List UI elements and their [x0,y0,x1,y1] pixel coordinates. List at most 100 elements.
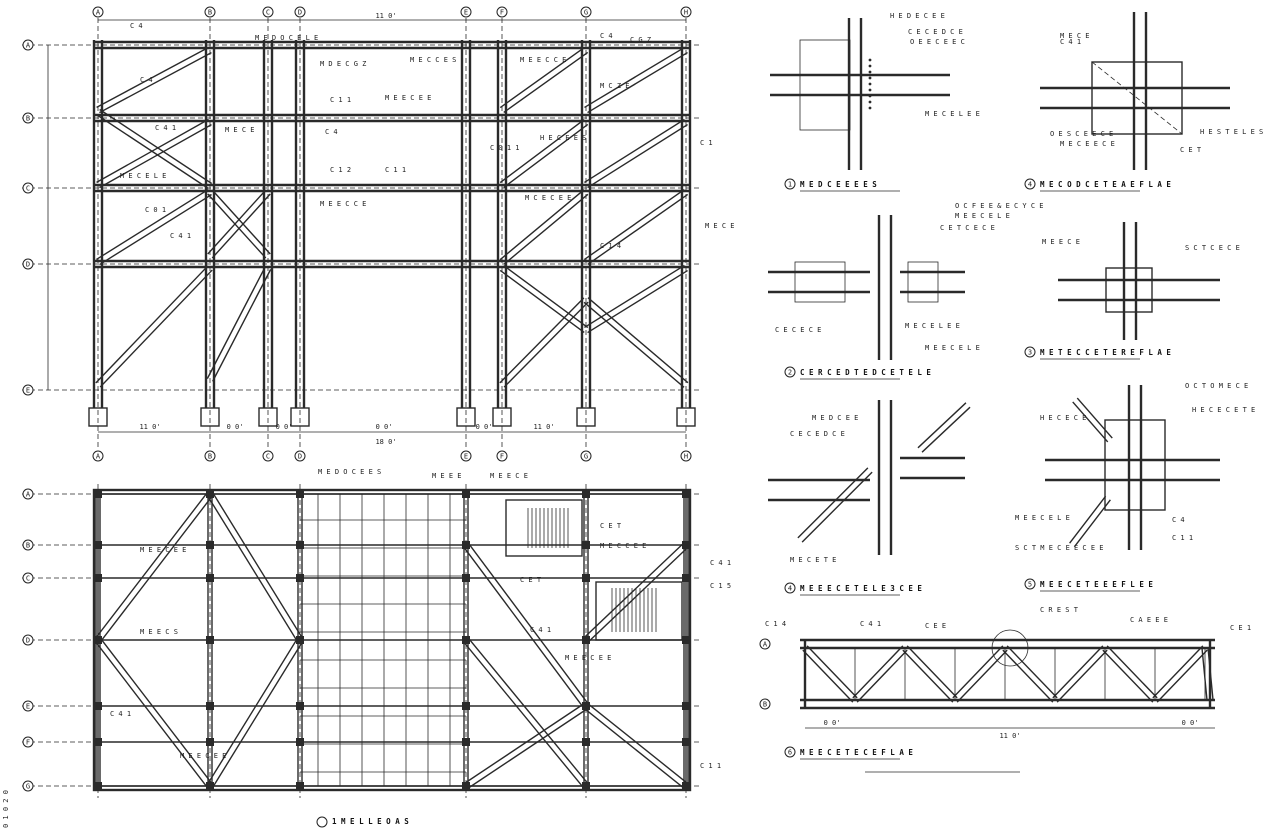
brace-edge [587,123,688,189]
plan-label: M E E C E E [140,546,186,554]
grid-bubble-label: E [26,703,30,711]
brace-edge [801,471,873,543]
plan-label: M E C C E E [600,542,646,550]
detail-bubble [784,366,796,378]
grid-bubble [22,572,34,584]
brace-edge [1073,499,1111,548]
detail-label: C E C E C E [775,326,821,334]
plan-column [206,738,214,746]
plan-column [296,574,304,582]
grid-bubble-label: A [763,641,768,649]
brace-edge [499,297,585,384]
elevation-label: M E C E [225,126,255,134]
grid-bubble-label: B [26,115,30,123]
grid-bubble-label: H [684,9,688,17]
brace-edge [587,51,688,114]
detail-label: H E S T E L E S [1200,128,1263,136]
plan-column [582,636,590,644]
truss-label: C R E S T [1040,606,1079,614]
detail-bubble [784,746,796,758]
plan-title: 1 M E L L E O A S [332,817,409,826]
brace-edge [1152,645,1204,699]
detail-label: M E E C E L E [925,344,980,352]
column-base-plate [258,407,278,427]
plan-column [94,636,102,644]
grid-bubble-label: G [584,453,588,461]
brace-edge [583,301,685,388]
plan-column [462,702,470,710]
brace-edge [99,637,213,785]
brace-edge [99,193,212,266]
grid-bubble-label: B [26,542,30,550]
grid-bubble-label: F [500,453,504,461]
truss-dimension: 11 0' [999,732,1020,740]
plan-column [682,490,690,498]
grid-bubble-label: C [26,575,30,583]
brace-edge [96,46,209,108]
bottom-dimension: 0 0' [476,423,493,431]
brace-edge [1056,649,1108,703]
detail-label: C E T [1180,146,1202,154]
elevation-label: M E E C E E [385,94,431,102]
brace-edge [906,645,958,699]
grid-bubble-label: A [96,453,101,461]
grid-bubble [22,634,34,646]
grid-bubble [22,112,34,124]
bottom-dimension: 0 0' [276,423,293,431]
detail-number: 2 [788,369,792,377]
brace-edge [1156,649,1208,703]
brace-edge [467,542,589,705]
overall-dimension: 18 0' [375,438,396,446]
detail-bubble [1024,578,1036,590]
plan-label: C 4 1 [710,559,731,567]
plan-column [462,636,470,644]
detail-number: 4 [1028,181,1032,189]
brace-edge [587,193,689,266]
brace-edge [206,638,299,785]
detail-title: M E E C E T E C E F L A E [800,748,913,757]
brace-edge [1207,647,1214,700]
shear-plate [907,261,939,303]
elevation-label: C 4 [600,32,613,40]
truss-label: C 1 4 [765,620,786,628]
plan-label: M E E C E E [565,654,611,662]
plan-label: M E E C E [490,472,528,480]
brace-edge [206,266,266,379]
plan-column [94,702,102,710]
grid-bubble [22,539,34,551]
detail-label: M E C E T E [790,556,836,564]
brace-edge [96,188,209,261]
elevation-label: C 1 1 [330,96,351,104]
brace-edge [1076,397,1113,439]
plan-column [582,782,590,790]
bolt [868,64,872,68]
brace-edge [211,641,304,788]
brace-edge [583,188,685,261]
plan-column [296,782,304,790]
elevation-label: M C Z E [600,82,630,90]
detail-callout-circle [991,629,1029,667]
grid-bubble-label: B [763,701,767,709]
brace-edge [499,189,585,261]
brace-edge [503,301,589,388]
plan-label: C E T [600,522,622,530]
detail-label: O E S C E E C E [1050,130,1113,138]
truss-label: C E 1 [1230,624,1251,632]
detail-label: H E D E C E E [890,12,945,20]
plan-label: M E E C S [140,628,178,636]
brace-edge [587,269,688,334]
elevation-label: M C E C E E [525,194,571,202]
elevation-label: C 4 1 [155,124,176,132]
plan-column [462,782,470,790]
column-base-plate [456,407,476,427]
plan-column [582,490,590,498]
brace-edge [852,645,904,699]
bottom-dimension: 11 0' [533,423,554,431]
grid-bubble [460,450,472,462]
detail-title: M E D C E E E E S [800,180,877,189]
detail-number: 1 [788,181,792,189]
column-base-plate [88,407,108,427]
detail-bubble [1024,346,1036,358]
brace-edge [1052,645,1104,699]
plan-column [682,782,690,790]
